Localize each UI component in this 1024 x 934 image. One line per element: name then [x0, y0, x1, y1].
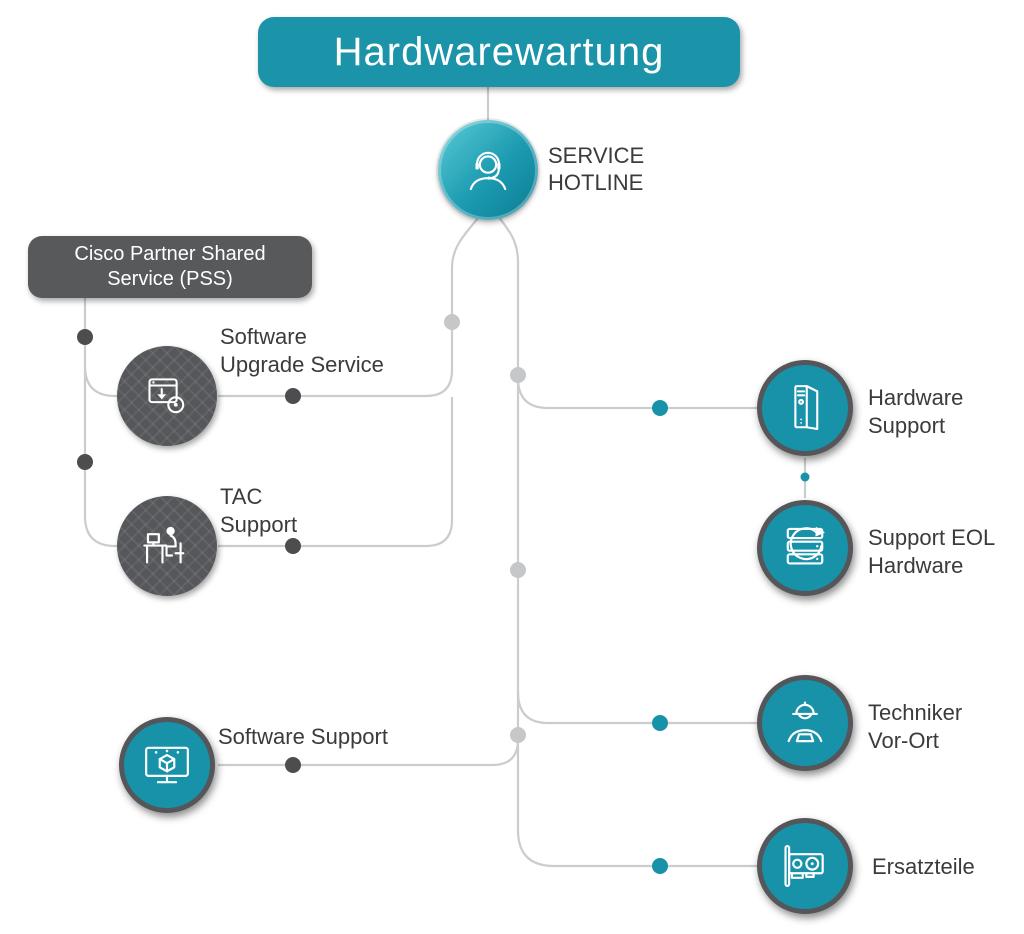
tac-support-label: TAC Support — [220, 483, 297, 539]
tac-support-node — [117, 496, 217, 596]
service-hotline-node — [438, 120, 538, 220]
junction-dot-dark — [285, 757, 301, 773]
junction-dot-dark — [77, 454, 93, 470]
label-line: TAC — [220, 484, 263, 509]
software-upgrade-service-label: Software Upgrade Service — [220, 323, 384, 379]
label-line: Vor-Ort — [868, 728, 939, 753]
label-line: Software Support — [218, 724, 388, 749]
junction-dot-teal — [652, 715, 668, 731]
junction-dot-dark — [285, 388, 301, 404]
connector-left-trunk — [218, 216, 480, 398]
graphics-card-icon — [784, 844, 824, 888]
junction-dot-light — [510, 727, 526, 743]
software-upgrade-service-node — [117, 346, 217, 446]
junction-dot-dark — [77, 329, 93, 345]
technician-hardhat-icon — [787, 701, 823, 743]
junction-dot-teal — [652, 858, 668, 874]
tac-support-icon — [143, 526, 185, 564]
label-line: Software — [220, 324, 307, 349]
pss-line: Service (PSS) — [107, 268, 233, 290]
junction-dot-light — [510, 562, 526, 578]
junction-dot-teal-small — [800, 472, 810, 482]
label-line: Techniker — [868, 700, 963, 725]
diagram-title-banner: Hardwarewartung — [258, 17, 740, 87]
eol-server-refresh-icon — [786, 526, 825, 565]
hardware-support-label: Hardware Support — [868, 384, 963, 440]
junction-dot-dark — [285, 538, 301, 554]
junction-dot-light — [444, 314, 460, 330]
label-line: Ersatzteile — [872, 854, 975, 879]
label-line: SERVICE — [548, 143, 645, 168]
software-support-node — [119, 717, 215, 813]
label-line: Support — [868, 413, 946, 438]
service-hotline-label: SERVICE HOTLINE — [548, 142, 644, 196]
pss-box: Cisco Partner Shared Service (PSS) — [28, 236, 312, 298]
label-line: Hardware — [868, 553, 964, 578]
headset-agent-icon — [469, 151, 507, 191]
label-line: Hardware — [868, 385, 964, 410]
connector-tac — [218, 397, 454, 548]
ersatzteile-label: Ersatzteile — [872, 853, 975, 881]
label-line: Upgrade Service — [220, 352, 384, 377]
connector-pss-trunk — [83, 298, 117, 548]
connector-pss-swupgrade — [83, 365, 117, 398]
software-support-monitor-icon — [145, 746, 189, 784]
junction-dot-light — [510, 367, 526, 383]
connector-techniker — [516, 691, 758, 725]
support-eol-hardware-node — [757, 500, 853, 596]
diagram-title: Hardwarewartung — [333, 29, 665, 74]
ersatzteile-node — [757, 818, 853, 914]
software-support-label: Software Support — [218, 723, 388, 751]
label-line: HOTLINE — [548, 170, 644, 195]
connector-hardware-support — [516, 377, 758, 410]
techniker-vor-ort-node — [757, 675, 853, 771]
pc-tower-icon — [794, 385, 819, 431]
label-line: Support EOL — [868, 525, 996, 550]
pss-line: Cisco Partner Shared — [74, 243, 266, 265]
junction-dot-teal — [652, 400, 668, 416]
hardware-support-node — [757, 360, 853, 456]
techniker-vor-ort-label: Techniker Vor-Ort — [868, 699, 962, 755]
support-eol-hardware-label: Support EOL Hardware — [868, 524, 995, 580]
connector-main-trunk — [496, 214, 757, 868]
connector-software-support — [218, 739, 520, 767]
software-upgrade-icon — [148, 378, 185, 414]
label-line: Support — [220, 512, 298, 537]
